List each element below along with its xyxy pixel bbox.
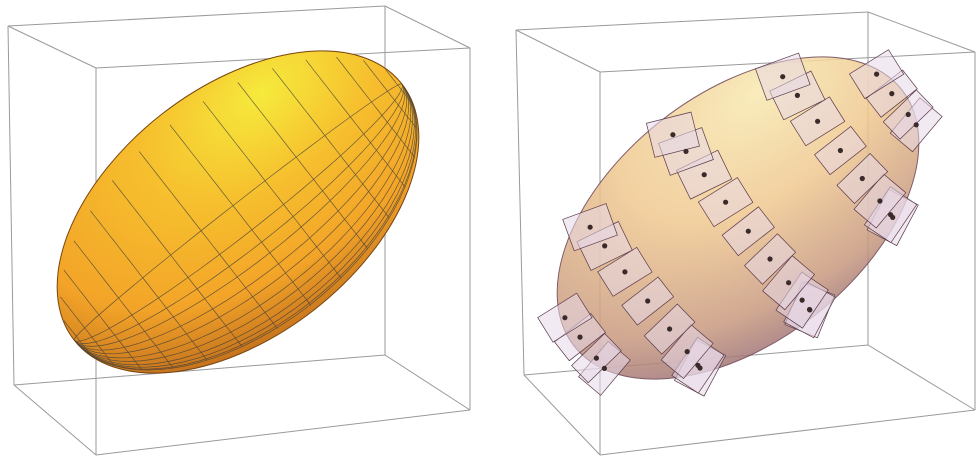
tangent-patches-panel	[490, 0, 980, 462]
patch-center-dot	[837, 147, 843, 154]
patch-center-dot	[593, 355, 599, 361]
patch-center-dot	[683, 148, 689, 154]
patch-center-dots	[562, 71, 919, 371]
meridian-gridline	[73, 83, 404, 344]
patch-center-dot	[874, 71, 880, 77]
meridian-gridline	[73, 83, 409, 355]
meridian-gridline	[73, 83, 402, 341]
meridian-gridline	[73, 83, 403, 342]
parallel-gridline	[272, 68, 390, 219]
patch-center-dot	[577, 334, 583, 340]
patch-center-dot	[670, 132, 676, 138]
parallel-gridline	[305, 59, 406, 188]
parallel-gridline	[237, 82, 368, 249]
patch-center-dot	[913, 122, 919, 128]
patch-center-dot	[667, 326, 673, 332]
patch-center-dot	[745, 228, 751, 234]
parallel-gridline	[63, 269, 143, 371]
patch-center-dot	[602, 243, 608, 249]
bounding-box-front	[515, 29, 976, 410]
meridian-gridline	[73, 83, 408, 351]
tangent-patches-plot	[515, 11, 976, 456]
parallel-gridline	[202, 101, 342, 279]
patch-center-dot	[859, 175, 865, 182]
parallel-gridline	[138, 151, 278, 330]
meridian-gridline	[73, 83, 418, 371]
patch-center-dot	[794, 92, 800, 98]
meridian-gridline	[73, 83, 412, 359]
meridian-gridline	[73, 83, 406, 347]
meridian-gridline	[73, 83, 417, 368]
meridian-gridline	[73, 83, 413, 362]
patch-center-dot	[562, 315, 568, 321]
patch-center-dot	[587, 224, 593, 230]
patch-center-dot	[695, 362, 701, 368]
patch-center-dot	[780, 74, 786, 80]
patch-center-dot	[767, 256, 773, 262]
patch-center-dot	[786, 280, 792, 286]
patch-center-dot	[905, 111, 911, 118]
patch-center-dot	[877, 198, 883, 204]
patch-center-dot	[806, 306, 813, 313]
patch-center-dot	[645, 298, 651, 304]
bounding-box-front	[7, 25, 471, 410]
patch-center-dot	[799, 297, 805, 303]
patch-center-dot	[815, 118, 821, 124]
patch-center-dot	[684, 349, 690, 355]
patch-center-dot	[723, 199, 729, 205]
parallel-gridline	[112, 180, 243, 347]
patch-center-dot	[622, 269, 628, 275]
patch-center-dot	[601, 365, 607, 371]
ellipsoid-gridlines	[60, 56, 418, 371]
patch-center-dot	[888, 212, 894, 218]
bounding-box-back	[515, 11, 976, 456]
patch-center-dot	[701, 172, 707, 178]
smooth-ellipsoid-panel	[7, 5, 471, 456]
meridian-gridline	[73, 83, 415, 366]
parallel-gridline	[90, 210, 208, 361]
patch-center-dot	[889, 91, 895, 97]
smooth-ellipsoid-plot	[7, 5, 471, 456]
meridian-gridline	[73, 83, 418, 370]
ellipsoid	[56, 50, 420, 374]
